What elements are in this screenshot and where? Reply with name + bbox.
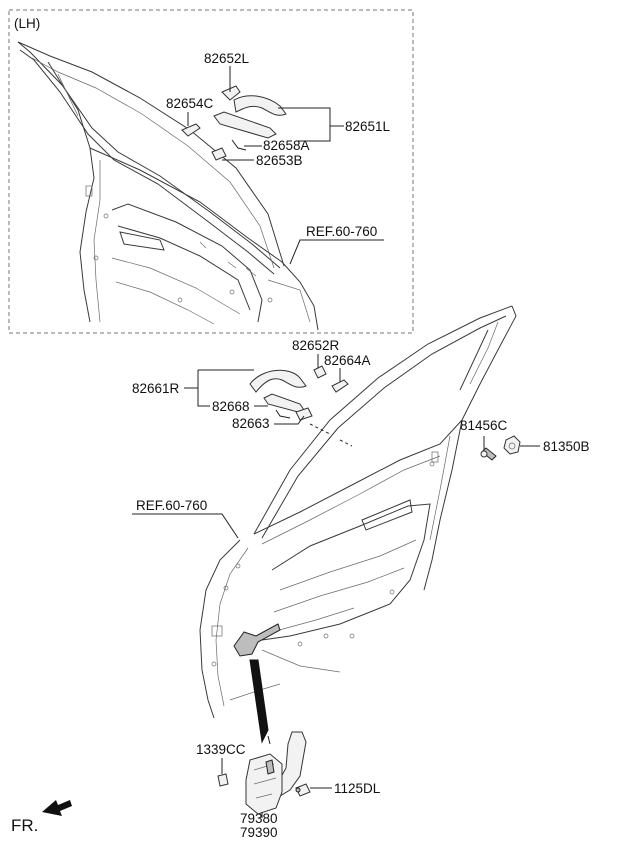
door-checker-assembly: [217, 731, 311, 815]
label-82661R: 82661R: [132, 381, 180, 396]
label-1339CC: 1339CC: [196, 742, 246, 757]
label-79390: 79390: [240, 825, 278, 840]
lh-inset-label: (LH): [14, 16, 40, 31]
label-79380: 79380: [240, 811, 278, 826]
label-81456C: 81456C: [460, 418, 508, 433]
cap-82652R: [313, 365, 327, 379]
gasket-82653B: [211, 147, 227, 161]
handle-cap-82652L: [221, 85, 241, 101]
pointer-wedge: [249, 659, 269, 744]
striker-parts: [480, 435, 521, 461]
label-ref-lower: REF.60-760: [136, 498, 207, 513]
striker-81350B: [503, 435, 521, 455]
label-82652R: 82652R: [292, 338, 340, 353]
label-82653B: 82653B: [256, 153, 303, 168]
lh-handle-parts: [181, 85, 287, 161]
gasket-82663: [295, 407, 313, 421]
label-82651L: 82651L: [345, 119, 391, 134]
label-1125DL: 1125DL: [334, 781, 381, 796]
bolt-1125DL: [295, 783, 311, 797]
label-82663: 82663: [232, 416, 270, 431]
rh-handle-parts: [249, 365, 349, 421]
handle-base-82658A: [213, 111, 277, 139]
label-82668: 82668: [212, 399, 250, 414]
lh-leader-lines: [187, 66, 384, 265]
label-81350B: 81350B: [543, 439, 590, 454]
lh-door-outline: [17, 41, 319, 331]
door-checker-mount: [233, 623, 281, 745]
handle-82651L: [233, 95, 287, 116]
label-82658A: 82658A: [263, 138, 310, 153]
label-82652L: 82652L: [204, 51, 250, 66]
bolt-1339CC: [217, 773, 229, 787]
cover-82654C: [181, 123, 201, 137]
front-direction-label: FR.: [11, 816, 38, 835]
handle-base-82668: [263, 393, 305, 413]
label-82654C: 82654C: [166, 96, 214, 111]
handle-82661R: [249, 369, 307, 393]
rh-leader-lines: [132, 354, 540, 818]
label-ref-upper: REF.60-760: [306, 224, 377, 239]
label-82664A: 82664A: [324, 353, 371, 368]
front-arrow-icon: [42, 800, 72, 816]
